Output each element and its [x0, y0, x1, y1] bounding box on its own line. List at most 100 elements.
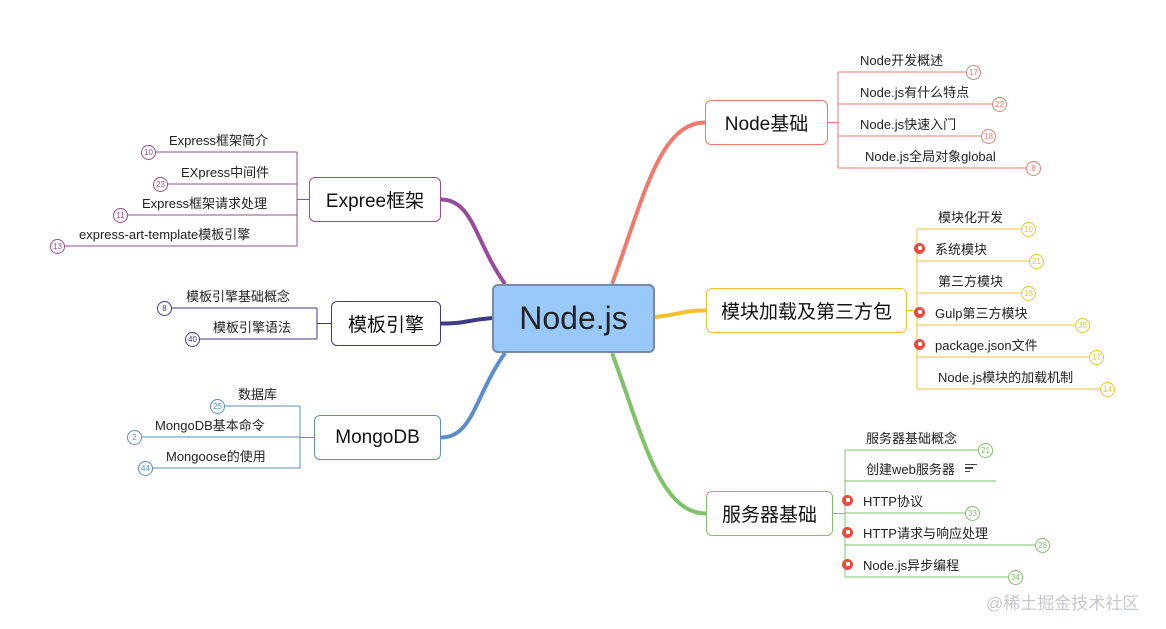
leaf-node-label: EXpress中间件 [181, 164, 270, 180]
branch-node-label: 模板引擎 [347, 315, 424, 336]
leaf-node-label: Node.js模块的加载机制 [938, 369, 1074, 385]
branch-node-modules[interactable]: 模块加载及第三方包 [706, 288, 907, 333]
leaf-node-label: 服务器基础概念 [866, 430, 958, 446]
leaf-node[interactable]: package.json文件 [914, 333, 1038, 355]
branch-node-node_basics[interactable]: Node基础 [705, 100, 828, 145]
count-badge[interactable]: 22 [992, 97, 1007, 112]
red-flag-icon [842, 494, 853, 506]
count-badge[interactable]: 17 [1089, 350, 1104, 365]
leaf-node[interactable]: Gulp第三方模块 [914, 301, 1027, 323]
trunk-modules [654, 308, 707, 319]
count-badge[interactable]: 10 [141, 145, 156, 160]
count-badge[interactable]: 34 [1008, 570, 1023, 585]
leaf-node[interactable]: MongoDB基本命令 [155, 413, 265, 435]
count-badge[interactable]: 25 [210, 399, 225, 414]
leaf-node-label: HTTP请求与响应处理 [863, 525, 988, 541]
note-icon[interactable] [964, 462, 977, 475]
leaf-node[interactable]: HTTP协议 [842, 489, 923, 511]
leaf-node-label: express-art-template模板引擎 [79, 226, 251, 242]
trunk-template [440, 316, 493, 326]
trunk-express [440, 197, 507, 286]
leaf-node-label: Node.js全局对象global [865, 148, 996, 164]
branch-node-server[interactable]: 服务器基础 [706, 491, 833, 536]
leaf-node-label: Mongoose的使用 [166, 448, 266, 464]
leaf-node[interactable]: Node.js模块的加载机制 [938, 365, 1073, 387]
count-badge[interactable]: 10 [1021, 222, 1036, 237]
leaf-node[interactable]: Node.js有什么特点 [860, 80, 969, 102]
branch-node-label: Node基础 [724, 114, 809, 135]
count-badge[interactable]: 2 [127, 430, 142, 445]
red-flag-icon [914, 242, 925, 254]
count-badge[interactable]: 8 [157, 301, 172, 316]
trunk-server [610, 352, 707, 516]
leaf-node-label: 模板引擎语法 [213, 319, 292, 335]
leaf-node[interactable]: HTTP请求与响应处理 [842, 521, 988, 543]
leaf-node[interactable]: 模板引擎基础概念 [186, 284, 290, 306]
leaf-node-label: 第三方模块 [938, 273, 1004, 289]
leaf-node[interactable]: Node.js异步编程 [842, 553, 959, 575]
count-badge[interactable]: 28 [1035, 538, 1050, 553]
count-badge[interactable]: 11 [113, 208, 128, 223]
leaf-node-label: Node.js有什么特点 [860, 84, 970, 100]
leaf-node-label: Node.js快速入门 [860, 116, 957, 132]
branch-node-express[interactable]: Expree框架 [309, 177, 441, 222]
leaf-node[interactable]: 服务器基础概念 [866, 426, 957, 448]
leaf-node-label: 模板引擎基础概念 [186, 288, 291, 304]
leaf-node[interactable]: EXpress中间件 [181, 160, 269, 182]
branch-node-label: 模块加载及第三方包 [720, 302, 892, 323]
leaf-node-label: Gulp第三方模块 [935, 305, 1028, 321]
leaf-node[interactable]: 数据库 [238, 382, 277, 404]
leaf-node-label: Express框架简介 [169, 132, 268, 148]
leaf-node-label: package.json文件 [935, 337, 1038, 353]
leaf-node[interactable]: Node开发概述 [860, 48, 943, 70]
count-badge[interactable]: 8 [1026, 161, 1041, 176]
count-badge[interactable]: 44 [138, 461, 153, 476]
branch-node-label: 服务器基础 [721, 505, 817, 526]
count-badge[interactable]: 18 [981, 129, 996, 144]
branch-node-label: Expree框架 [325, 191, 425, 212]
leaf-node-label: Express框架请求处理 [142, 195, 267, 211]
root-node-label: Node.js [519, 300, 628, 336]
count-badge[interactable]: 13 [50, 239, 65, 254]
count-badge[interactable]: 23 [153, 177, 168, 192]
red-flag-icon [914, 338, 925, 350]
count-badge[interactable]: 17 [966, 65, 981, 80]
leaf-node[interactable]: Node.js快速入门 [860, 112, 956, 134]
leaf-node[interactable]: 模板引擎语法 [213, 315, 291, 337]
leaf-node[interactable]: 创建web服务器 [866, 457, 977, 479]
branch-node-mongodb[interactable]: MongoDB [314, 415, 441, 460]
count-badge[interactable]: 14 [1100, 382, 1115, 397]
leaf-node-label: Node开发概述 [860, 52, 944, 68]
leaf-node-label: MongoDB基本命令 [155, 417, 265, 433]
leaf-node[interactable]: 模块化开发 [938, 205, 1003, 227]
leaf-node-label: 模块化开发 [938, 209, 1004, 225]
leaf-node-label: 创建web服务器 [866, 461, 955, 477]
count-badge[interactable]: 18 [1021, 286, 1036, 301]
leaf-node-label: 数据库 [238, 386, 278, 402]
leaf-node[interactable]: 第三方模块 [938, 269, 1003, 291]
trunk-mongodb [440, 351, 507, 440]
red-flag-icon [842, 526, 853, 538]
count-badge[interactable]: 35 [1075, 318, 1090, 333]
leaf-node[interactable]: 系统模块 [914, 237, 987, 259]
count-badge[interactable]: 33 [965, 506, 980, 521]
count-badge[interactable]: 21 [1029, 254, 1044, 269]
count-badge[interactable]: 40 [185, 332, 200, 347]
trunk-node_basics [610, 120, 706, 285]
branch-node-template[interactable]: 模板引擎 [331, 301, 441, 346]
leaf-node[interactable]: Express框架简介 [169, 128, 268, 150]
leaf-node-label: HTTP协议 [863, 493, 923, 509]
red-flag-icon [842, 558, 853, 570]
leaf-node[interactable]: Mongoose的使用 [166, 444, 266, 466]
branch-node-label: MongoDB [335, 426, 420, 448]
leaf-node-label: 系统模块 [935, 241, 988, 257]
red-flag-icon [914, 306, 925, 318]
count-badge[interactable]: 21 [978, 443, 993, 458]
root-node[interactable]: Node.js [492, 284, 655, 353]
leaf-node[interactable]: Express框架请求处理 [142, 191, 267, 213]
watermark: @稀土掘金技术社区 [986, 594, 1140, 613]
leaf-node[interactable]: Node.js全局对象global [865, 144, 996, 166]
leaf-node-label: Node.js异步编程 [863, 557, 960, 573]
leaf-node[interactable]: express-art-template模板引擎 [79, 222, 250, 244]
